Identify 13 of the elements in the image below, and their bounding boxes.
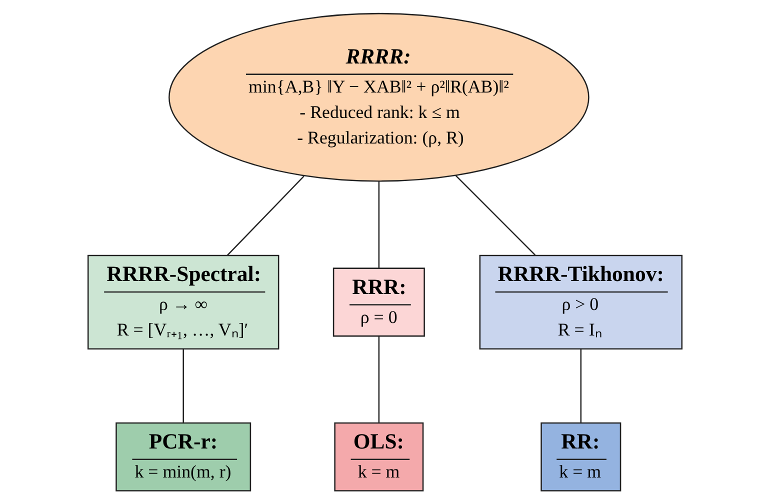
connector xyxy=(378,181,380,268)
connector xyxy=(454,175,536,256)
node-box: RR: k = m xyxy=(540,422,621,492)
node-ellipse: RRRR: min{A,B} ‖Y − XAB‖² + ρ²‖R(AB)‖² - Reduced rank: k ≤ m - Regularization: (ρ, R) xyxy=(168,12,589,182)
node-box: RRRR-Tikhonov: ρ > 0 R = Iₙ xyxy=(478,254,682,350)
connector xyxy=(580,349,582,423)
node-box: RRR: ρ = 0 xyxy=(332,268,424,337)
connector xyxy=(226,176,304,256)
node-box: RRRR-Spectral: ρ → ∞ R = [Vᵣ₊₁, …, Vₙ]′ xyxy=(86,254,279,350)
connector xyxy=(182,349,184,423)
node-box: OLS: k = m xyxy=(334,422,424,492)
node-box: PCR-r: k = min(m, r) xyxy=(115,422,251,492)
connector xyxy=(378,336,380,422)
